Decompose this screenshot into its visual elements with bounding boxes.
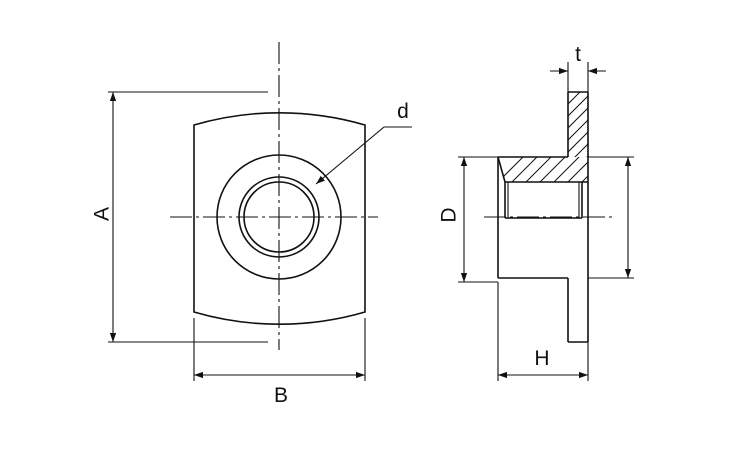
label-D: D <box>438 207 461 222</box>
hole-inner-circle <box>243 181 315 253</box>
label-t: t <box>575 43 581 66</box>
dimension-A <box>108 91 268 343</box>
dimension-t <box>550 62 606 92</box>
plate-outline <box>193 111 366 326</box>
dimension-D <box>458 156 498 283</box>
label-B: B <box>274 384 288 407</box>
label-d: d <box>397 100 409 123</box>
hole-outer-circle <box>238 176 320 258</box>
boss-outer-circle <box>216 154 342 280</box>
dimension-B <box>193 318 366 381</box>
label-A: A <box>91 207 114 221</box>
label-H: H <box>534 347 549 370</box>
dimension-right-height <box>588 156 634 279</box>
front-view <box>170 42 412 350</box>
side-view <box>484 91 612 343</box>
dimension-H <box>497 282 589 381</box>
flange-hatch <box>568 92 588 157</box>
body-hatch <box>498 157 588 182</box>
leader-d <box>315 126 385 185</box>
